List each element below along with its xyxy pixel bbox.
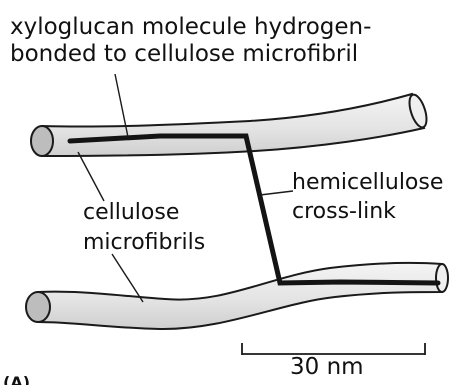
lower-microfibril <box>26 263 448 329</box>
cellulose-label-line2: microfibrils <box>83 228 205 258</box>
upper-microfibril-body <box>42 94 424 156</box>
panel-letter: (A) <box>3 376 30 385</box>
xyloglucan-label-line1: xyloglucan molecule hydrogen- <box>10 14 371 41</box>
upper-microfibril-end <box>31 126 53 156</box>
xyloglucan-label-line2: bonded to cellulose microfibril <box>10 41 371 68</box>
lower-microfibril-end <box>26 292 50 322</box>
lower-microfibril-far-end <box>436 264 448 292</box>
hemicellulose-label: hemicellulose cross-link <box>292 168 443 226</box>
hemicellulose-label-line1: hemicellulose <box>292 168 443 197</box>
lower-microfibril-body <box>38 263 442 329</box>
scale-bar-label: 30 nm <box>290 354 364 381</box>
cellulose-label: cellulose microfibrils <box>83 198 205 258</box>
cellulose-leader-upper <box>78 152 104 201</box>
hemicellulose-label-line2: cross-link <box>292 197 443 226</box>
cellulose-label-line1: cellulose <box>83 198 205 228</box>
upper-microfibril <box>31 93 430 156</box>
hemicellulose-leader-line <box>260 191 293 195</box>
xyloglucan-label: xyloglucan molecule hydrogen- bonded to … <box>10 14 371 68</box>
